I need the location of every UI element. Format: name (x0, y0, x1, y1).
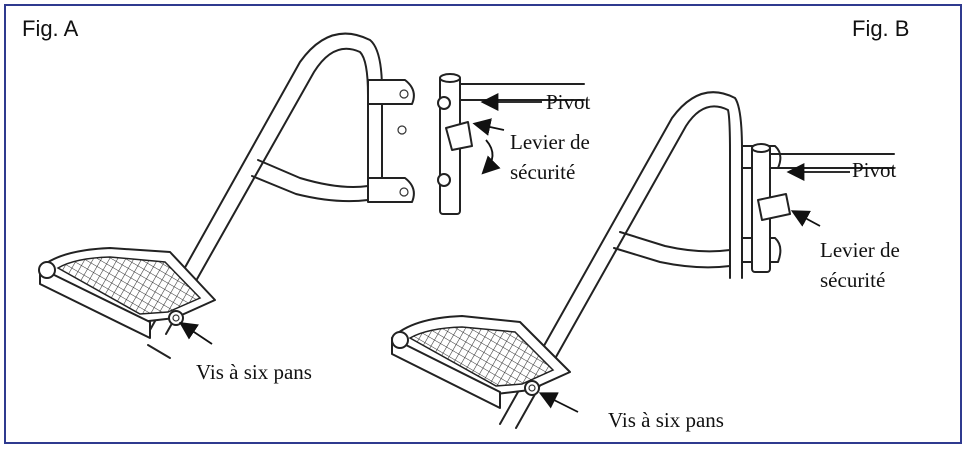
fig-a-lever-label-line1: Levier de (510, 130, 590, 154)
fig-a-lever-label-line2: sécurité (510, 160, 576, 184)
fig-a-title: Fig. A (22, 16, 79, 41)
fig-b-lever-label-line1: Levier de (820, 238, 900, 262)
fig-b-pivot-label: Pivot (852, 158, 897, 182)
fig-a-screw-label: Vis à six pans (196, 360, 312, 384)
fig-a-pivot-detail (437, 73, 585, 215)
fig-a-pivot-label: Pivot (546, 90, 591, 114)
fig-b-screw-label: Vis à six pans (608, 408, 724, 432)
fig-b-title: Fig. B (852, 16, 910, 41)
fig-b-drawing (391, 91, 895, 429)
fig-b-lever-label-line2: sécurité (820, 268, 886, 292)
fig-a-drawing (38, 32, 415, 359)
